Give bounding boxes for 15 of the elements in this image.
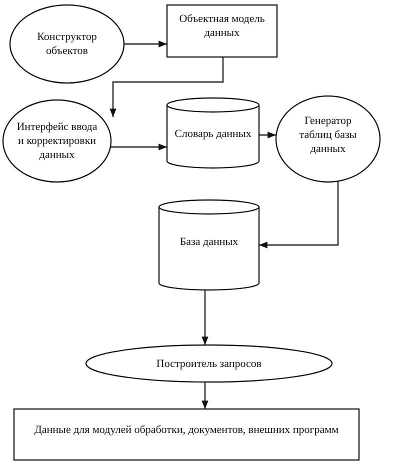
arrow xyxy=(202,290,208,345)
node-label: База данных xyxy=(178,235,240,250)
arrow xyxy=(259,132,276,138)
node-label: Словарь данных xyxy=(174,127,252,142)
node-label: Интерфейс ввода и корректировки данных xyxy=(16,120,98,162)
arrow xyxy=(202,382,208,409)
arrow xyxy=(124,40,167,48)
node-label: Генератор таблиц базы данных xyxy=(298,114,358,156)
arrow xyxy=(110,144,167,150)
node-label: Конструктор объектов xyxy=(36,30,98,58)
arrow xyxy=(259,180,339,248)
node-label: Объектная модель данных xyxy=(178,12,266,40)
arrow xyxy=(110,57,224,117)
node-label: Данные для модулей обработки, документов, внешних программ xyxy=(33,423,340,438)
node-label: Построитель запросов xyxy=(155,356,263,370)
